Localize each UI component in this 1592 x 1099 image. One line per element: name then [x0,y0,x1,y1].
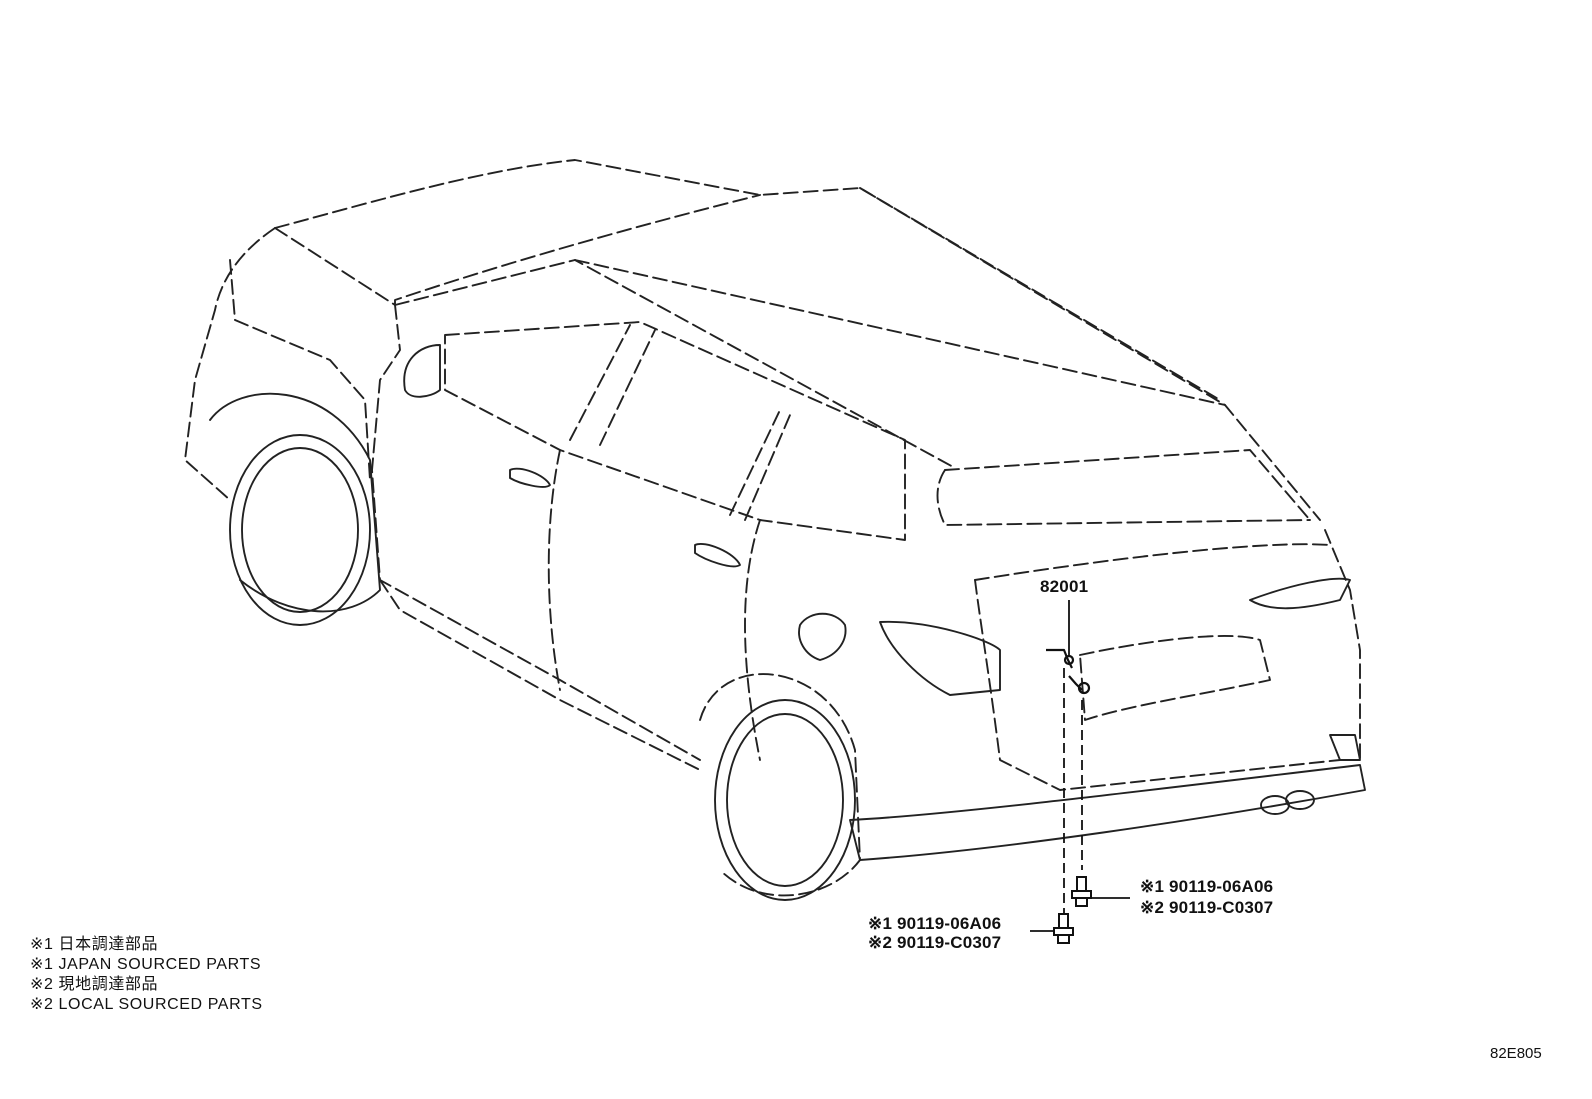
note-japan-sourced-en: ※1 JAPAN SOURCED PARTS [30,956,262,973]
wire-harness-82001 [1046,600,1091,695]
note-local-sourced-jp: ※2 現地調達部品 [30,976,159,993]
front-wheel [209,392,381,626]
bolt-left-part-number-1: ※1 90119-06A06 [868,914,1002,933]
vehicle-body-outline [184,159,1366,861]
sourcing-notes: ※1 日本調達部品 ※1 JAPAN SOURCED PARTS ※2 現地調達… [30,935,263,1015]
part-number-82001: 82001 [1040,577,1089,596]
bolt-right-part-number-2: ※2 90119-C0307 [1140,898,1274,917]
bolt-right [1071,876,1130,907]
bolt-left [1030,913,1074,944]
note-local-sourced-en: ※2 LOCAL SOURCED PARTS [30,996,263,1013]
rear-wheel [699,673,861,901]
bolt-right-part-number-1: ※1 90119-06A06 [1140,877,1274,896]
bolt-left-part-number-2: ※2 90119-C0307 [868,933,1002,952]
figure-code: 82E805 [1490,1045,1542,1062]
note-japan-sourced-jp: ※1 日本調達部品 [30,936,159,953]
